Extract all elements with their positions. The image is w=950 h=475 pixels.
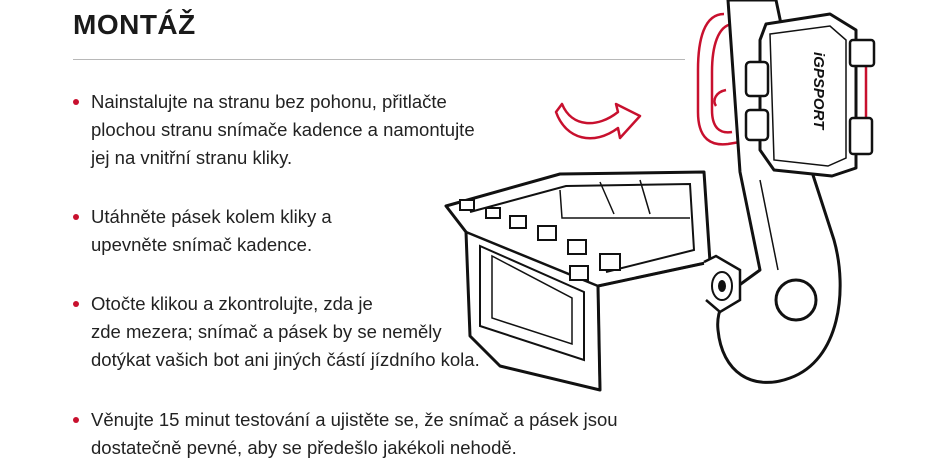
sensor-brand-label: iGPSPORT [810, 52, 827, 131]
instruction-text-1: Nainstalujte na stranu bez pohonu, přitl… [91, 91, 475, 168]
crank-arm-icon [716, 0, 842, 384]
instruction-text-4: Věnujte 15 minut testování a ujistěte se… [91, 409, 618, 458]
instruction-text-3: Otočte klikou a zkontrolujte, zda je zde… [91, 293, 480, 370]
red-bullet-dot-icon [73, 417, 79, 423]
instruction-item-3: Otočte klikou a zkontrolujte, zda je zde… [73, 290, 480, 374]
red-bullet-dot-icon [73, 99, 79, 105]
instruction-item-4: Věnujte 15 minut testování a ujistěte se… [73, 406, 618, 462]
strap-icon [696, 12, 868, 146]
red-bullet-dot-icon [73, 214, 79, 220]
section-title: MONTÁŽ [73, 9, 196, 40]
pedal-illustration-icon [444, 170, 742, 392]
instruction-text-2: Utáhněte pásek kolem kliky a upevněte sn… [91, 206, 332, 255]
title-divider [73, 59, 685, 60]
instruction-item-2: Utáhněte pásek kolem kliky a upevněte sn… [73, 203, 332, 259]
instruction-item-1: Nainstalujte na stranu bez pohonu, přitl… [73, 88, 475, 172]
red-bullet-dot-icon [73, 301, 79, 307]
red-curved-arrow-icon [554, 102, 642, 140]
cadence-sensor-icon: iGPSPORT [744, 12, 876, 178]
